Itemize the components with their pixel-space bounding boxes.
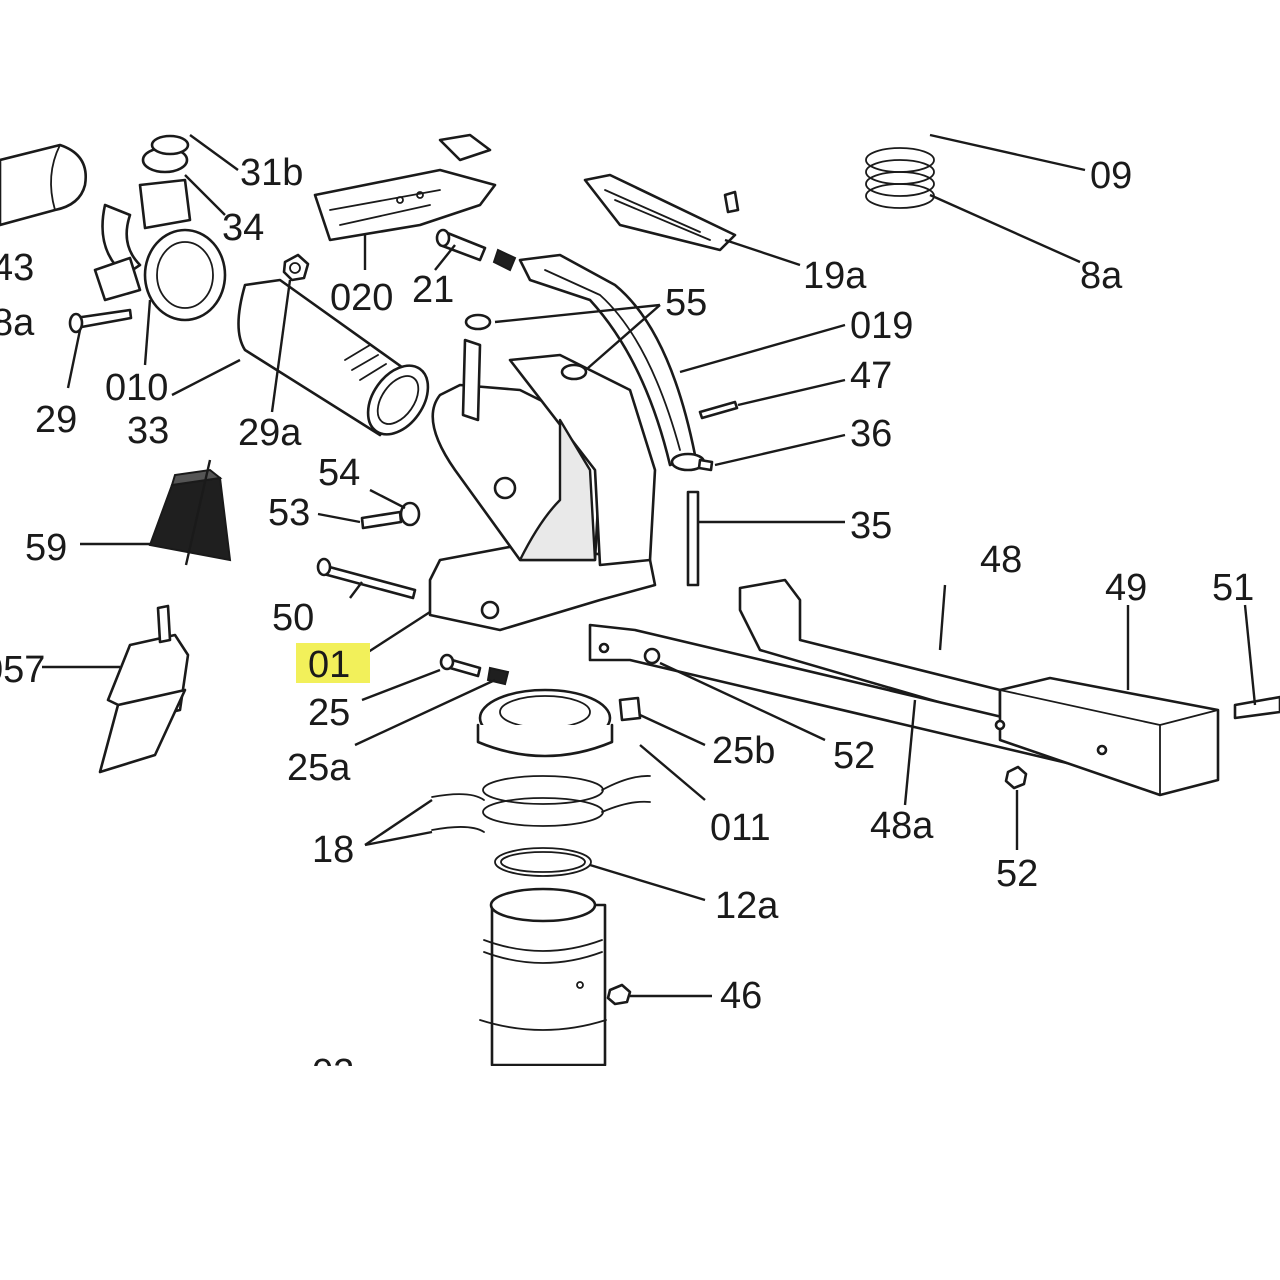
label-25a: 25a [287, 747, 351, 789]
part-51-bolt [1233, 695, 1280, 720]
label-52-lower: 52 [996, 853, 1038, 895]
label-8a-left: 8a [0, 302, 35, 344]
label-36: 36 [850, 413, 892, 455]
label-25: 25 [308, 692, 350, 734]
part-52-nut [1004, 765, 1028, 790]
label-01: 01 [308, 644, 350, 686]
part-53-54-bolt [360, 501, 421, 530]
label-057: 057 [0, 649, 45, 691]
label-50: 50 [272, 597, 314, 639]
part-19a-plate [583, 173, 737, 252]
part-01-body [428, 338, 657, 632]
label-47: 47 [850, 355, 892, 397]
highlight-01 [296, 643, 370, 683]
part-43-tube [0, 143, 88, 227]
label-46: 46 [720, 975, 762, 1017]
part-019-arm [518, 253, 706, 472]
part-36-pin [697, 458, 714, 472]
part-057-lever [98, 604, 190, 774]
label-54: 54 [318, 452, 360, 494]
leader-lines [42, 133, 1257, 998]
label-29a: 29a [238, 412, 302, 454]
label-35: 35 [850, 505, 892, 547]
label-21: 21 [412, 269, 454, 311]
label-48a: 48a [870, 805, 934, 847]
label-19a: 19a [803, 255, 867, 297]
label-31b: 31b [240, 152, 303, 194]
label-53: 53 [268, 492, 310, 534]
label-55: 55 [665, 282, 707, 324]
label-010: 010 [105, 367, 168, 409]
part-02-column [479, 887, 607, 1067]
part-21-pin [435, 228, 517, 272]
part-29-bolt [68, 308, 133, 334]
label-29: 29 [35, 399, 77, 441]
label-59: 59 [25, 527, 67, 569]
part-12a-ring [494, 847, 592, 877]
label-019: 019 [850, 305, 913, 347]
label-18: 18 [312, 829, 354, 871]
part-labels: 09 31b 34 43 8a 020 21 19a 8a 55 019 29 … [0, 152, 1254, 1094]
label-34: 34 [222, 207, 264, 249]
label-020: 020 [330, 277, 393, 319]
part-011-clamp [476, 688, 642, 758]
part-25-screws [439, 653, 510, 686]
part-29a-nut [282, 253, 310, 282]
label-011: 011 [710, 807, 771, 849]
label-49: 49 [1105, 567, 1147, 609]
label-25b: 25b [712, 730, 775, 772]
label-52-upper: 52 [833, 735, 875, 777]
part-bolt-top [723, 190, 740, 214]
label-09: 09 [1090, 155, 1132, 197]
label-48: 48 [980, 539, 1022, 581]
label-8a: 8a [1080, 255, 1123, 297]
part-46-nut [606, 983, 632, 1006]
part-47-screw [698, 400, 739, 420]
top-margin [0, 0, 1280, 135]
bottom-cover [0, 1066, 1280, 1280]
part-50-bolt [316, 557, 417, 600]
part-18-springs [431, 775, 651, 833]
part-8a-spring [865, 147, 935, 209]
part-35-rod [686, 490, 700, 587]
part-55-washers [464, 313, 588, 381]
label-43: 43 [0, 247, 34, 289]
label-33: 33 [127, 410, 169, 452]
label-51: 51 [1212, 567, 1254, 609]
part-34-clamp [93, 134, 227, 322]
part-020-bracket [313, 133, 497, 242]
label-12a: 12a [715, 885, 779, 927]
part-48-49-arm [588, 578, 1220, 797]
